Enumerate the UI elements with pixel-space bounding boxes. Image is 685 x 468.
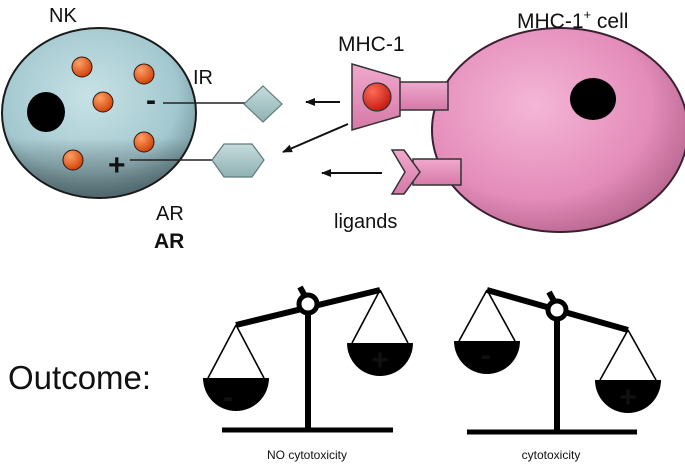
mhc-1-peptide (362, 82, 392, 112)
activating-sign: + (108, 149, 126, 182)
target-cell-body (431, 27, 685, 233)
activating-receptor: AR AR (130, 143, 265, 253)
target-nucleus (570, 78, 616, 120)
granule (71, 56, 93, 78)
scale-pan-right-sign: + (619, 381, 637, 414)
ligand-stem (412, 158, 462, 186)
scale-no-cytotoxicity: - + NO cytotoxicity (203, 285, 413, 462)
target-cell-label-suffix: cell (591, 10, 628, 33)
scale-pan-left-sign: - (223, 381, 233, 414)
activating-receptor-hexagon (211, 143, 265, 178)
nk-cell: NK - + (1, 5, 197, 199)
scale-pan-right (347, 343, 413, 376)
granule (62, 149, 84, 171)
target-cell-label-prefix: MHC-1 (517, 10, 584, 33)
scale-caption: NO cytotoxicity (267, 448, 347, 462)
scale-caption: cytotoxicity (522, 448, 581, 462)
granule (92, 91, 114, 113)
inhibitory-receptor-label: IR (193, 67, 213, 89)
mhc-1-stem (397, 81, 449, 111)
scale-pan-left (454, 341, 520, 374)
scale-pan-right (595, 380, 661, 413)
target-cell: MHC-1+ cell (431, 7, 685, 233)
inhibitory-receptor-diamond (243, 85, 283, 123)
scale-pan-right-sign: + (371, 344, 389, 377)
nk-cell-label: NK (49, 5, 77, 27)
arrow-mhc-to-ar (282, 123, 349, 153)
inhibitory-sign: - (146, 84, 156, 117)
ligands-label: ligands (334, 211, 397, 233)
scale-cytotoxicity: - + cytotoxicity (454, 287, 661, 462)
scale-pan-left (203, 378, 269, 411)
granule (133, 63, 155, 85)
activating-receptor-label: AR (156, 203, 184, 225)
nk-nucleus (27, 92, 65, 132)
target-cell-label-superscript: + (584, 7, 592, 22)
ligand: ligands (334, 149, 462, 233)
inhibitory-receptor: IR (163, 67, 283, 123)
scale-pivot (296, 292, 320, 316)
outcome-label: Outcome: (8, 359, 151, 396)
granule (133, 131, 155, 153)
ligand-arrowhead (390, 149, 421, 195)
mhc-1-label: MHC-1 (338, 33, 405, 56)
target-cell-label: MHC-1+ cell (517, 7, 628, 33)
activating-receptor-label-bold: AR (154, 230, 184, 253)
scale-pivot (545, 298, 569, 322)
mhc-1-molecule: MHC-1 (338, 33, 449, 131)
scale-pan-left-sign: - (481, 339, 491, 372)
